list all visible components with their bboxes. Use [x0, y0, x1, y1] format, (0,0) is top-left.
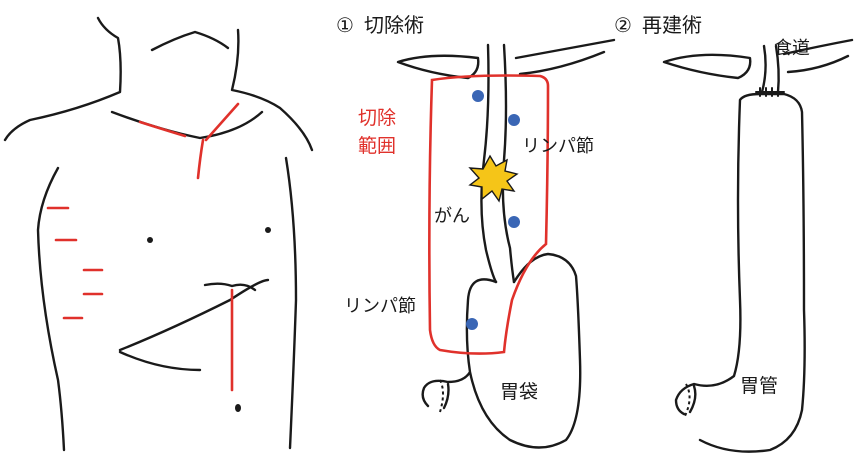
- neck-incision-right: [206, 104, 238, 140]
- lymph-node: [508, 114, 520, 126]
- torso-illustration: [5, 18, 312, 450]
- gastric-tube-label: 胃管: [740, 375, 778, 397]
- resection-panel: ① 切除術 切除 範囲 リンパ節 がん リンパ節 胃袋: [336, 13, 614, 448]
- resection-number: ①: [336, 13, 354, 37]
- stomach-label: 胃袋: [500, 381, 538, 403]
- lymph-node: [472, 90, 484, 102]
- resection-title: 切除術: [364, 13, 424, 37]
- reconstruction-panel: ② 再建術 食道 胃管: [614, 13, 852, 452]
- lymph-node-label-upper: リンパ節: [522, 136, 594, 157]
- lymph-node-label-lower: リンパ節: [344, 296, 416, 317]
- incision-marks: [48, 104, 238, 390]
- neck-incision-left: [140, 122, 185, 136]
- reconstruction-title: 再建術: [642, 13, 702, 37]
- neck-incision-center: [198, 140, 203, 178]
- lymph-node: [466, 318, 478, 330]
- resection-range-label-1: 切除: [358, 107, 396, 129]
- esophagus-label: 食道: [774, 38, 810, 59]
- gastric-tube-outline: [676, 94, 805, 452]
- resection-range-label-2: 範囲: [358, 135, 396, 157]
- reconstruction-number: ②: [614, 13, 632, 37]
- tumor-icon: [470, 156, 517, 201]
- cancer-label: がん: [434, 206, 470, 227]
- lymph-node: [508, 216, 520, 228]
